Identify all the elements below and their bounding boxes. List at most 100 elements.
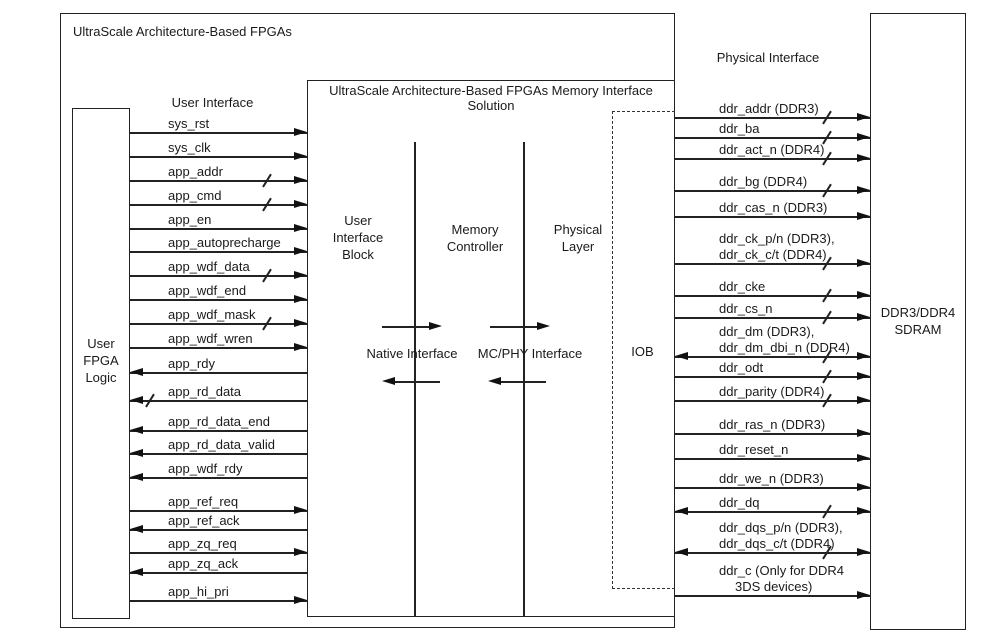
signal-line	[130, 400, 307, 402]
signal-label: app_en	[168, 212, 212, 227]
user-fpga-logic-label: User FPGA Logic	[72, 335, 130, 386]
signal-line	[675, 487, 870, 489]
signal-label: ddr_ras_n (DDR3)	[719, 417, 826, 432]
arrowhead-right	[857, 483, 870, 491]
signal-line	[130, 572, 307, 574]
arrowhead-right	[294, 247, 307, 255]
memory-interface-solution-box	[307, 80, 675, 617]
section-memory-controller: Memory Controller	[430, 221, 520, 255]
signal-label: ddr_ck_p/n (DDR3),	[719, 231, 835, 246]
divider-native-interface	[414, 142, 416, 617]
signal-line	[675, 458, 870, 460]
pl-line1: Physical	[553, 222, 603, 237]
mcphy-interface-label: MC/PHY Interface	[477, 346, 583, 361]
signal-line	[675, 317, 870, 319]
signal-line	[130, 529, 307, 531]
arrowhead-left	[130, 473, 143, 481]
sdram-label: DDR3/DDR4 SDRAM	[870, 304, 966, 338]
section-user-interface-block: User Interface Block	[313, 212, 403, 263]
signal-line	[130, 228, 307, 230]
arrowhead-right	[857, 212, 870, 220]
memory-interface-solution-title: UltraScale Architecture-Based FPGAs Memo…	[307, 83, 675, 113]
signal-line	[675, 117, 870, 119]
arrowhead-left	[675, 548, 688, 556]
signal-label: app_rd_data_end	[168, 414, 270, 429]
signal-label: ddr_dqs_c/t (DDR4)	[719, 536, 835, 551]
signal-label: ddr_dm (DDR3),	[719, 324, 815, 339]
signal-label: app_autoprecharge	[168, 235, 281, 250]
user-interface-header: User Interface	[171, 95, 254, 110]
native-interface-arrow-right-head	[429, 322, 442, 330]
signal-line	[130, 132, 307, 134]
native-interface-arrow-left-line	[393, 381, 440, 383]
signal-line	[675, 511, 870, 513]
signal-label: ddr_addr (DDR3)	[719, 101, 819, 116]
signal-line	[675, 216, 870, 218]
arrowhead-right	[294, 200, 307, 208]
sdram-line2: SDRAM	[894, 322, 942, 337]
arrowhead-right	[857, 507, 870, 515]
signal-line	[675, 295, 870, 297]
signal-label: app_addr	[168, 164, 223, 179]
arrowhead-right	[857, 291, 870, 299]
signal-line	[130, 372, 307, 374]
arrowhead-right	[857, 352, 870, 360]
native-interface-label: Native Interface	[366, 346, 458, 361]
signal-line	[675, 190, 870, 192]
signal-label: ddr_cke	[719, 279, 766, 294]
arrowhead-right	[294, 319, 307, 327]
signal-line	[130, 251, 307, 253]
section-physical-layer: Physical Layer	[533, 221, 623, 255]
arrowhead-left	[130, 525, 143, 533]
arrowhead-right	[294, 271, 307, 279]
arrowhead-right	[294, 548, 307, 556]
signal-label: app_wdf_end	[168, 283, 247, 298]
arrowhead-right	[857, 259, 870, 267]
divider-mcphy-interface	[523, 142, 525, 617]
signal-line	[130, 453, 307, 455]
signal-line	[130, 510, 307, 512]
signal-label: sys_clk	[168, 140, 211, 155]
signal-label: ddr_bg (DDR4)	[719, 174, 808, 189]
arrowhead-right	[294, 596, 307, 604]
signal-label: ddr_ck_c/t (DDR4)	[719, 247, 827, 262]
sdram-box	[870, 13, 966, 630]
arrowhead-right	[294, 152, 307, 160]
signal-label: ddr_we_n (DDR3)	[719, 471, 824, 486]
signal-label: app_cmd	[168, 188, 222, 203]
arrowhead-right	[857, 591, 870, 599]
arrowhead-right	[294, 176, 307, 184]
signal-label: ddr_act_n (DDR4)	[719, 142, 825, 157]
signal-line	[130, 430, 307, 432]
signal-label: app_zq_req	[168, 536, 237, 551]
arrowhead-right	[294, 506, 307, 514]
pl-line2: Layer	[561, 239, 595, 254]
arrowhead-left	[675, 507, 688, 515]
ultrascale-fpga-box-label: UltraScale Architecture-Based FPGAs	[73, 24, 292, 39]
physical-interface-header: Physical Interface	[716, 50, 820, 65]
signal-line	[675, 552, 870, 554]
signal-line	[675, 158, 870, 160]
signal-label: ddr_cs_n	[719, 301, 773, 316]
signal-label: ddr_dm_dbi_n (DDR4)	[719, 340, 850, 355]
signal-line	[675, 356, 870, 358]
user-fpga-logic-line1: User	[87, 336, 115, 351]
signal-label: app_wdf_mask	[168, 307, 256, 322]
signal-line	[130, 180, 307, 182]
arrowhead-right	[857, 548, 870, 556]
arrowhead-right	[857, 454, 870, 462]
arrowhead-right	[857, 396, 870, 404]
signal-label: app_ref_ack	[168, 513, 240, 528]
signal-line	[130, 552, 307, 554]
signal-label: ddr_c (Only for DDR4	[719, 563, 844, 578]
uib-line3: Block	[342, 247, 374, 262]
mcphy-interface-arrow-left-line	[499, 381, 546, 383]
signal-label: ddr_ba	[719, 121, 760, 136]
arrowhead-left	[130, 449, 143, 457]
arrowhead-right	[857, 133, 870, 141]
iob-dashed-box	[612, 111, 675, 589]
solution-title-line2: Solution	[467, 98, 515, 113]
native-interface-arrow-left-head	[382, 377, 395, 385]
user-fpga-logic-box	[72, 108, 130, 619]
